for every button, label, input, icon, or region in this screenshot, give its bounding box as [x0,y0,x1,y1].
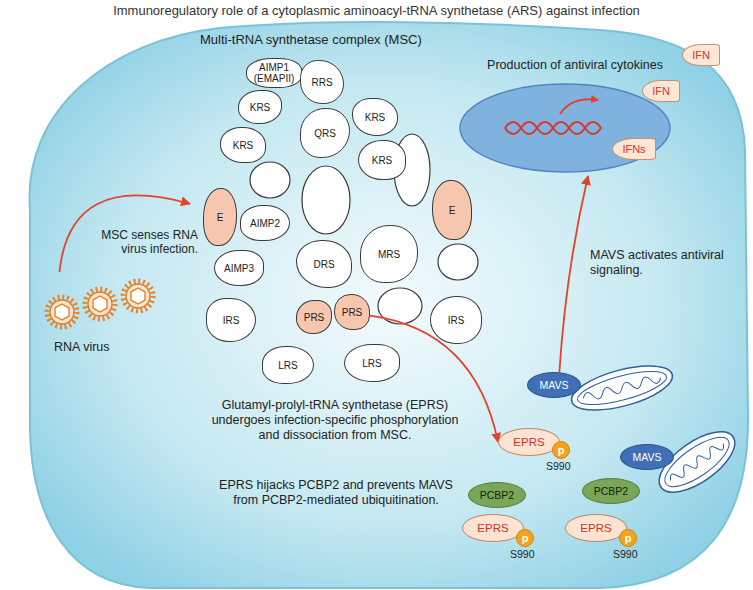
node-text: Production of antiviral cytokines [445,58,705,72]
node-text: AIMP1 (EMAPII) [247,62,301,84]
cytokine-tag: IFN [682,44,720,66]
node-text: E [217,212,224,223]
phospho-mark: p [516,529,534,547]
diagram-title: Immunoregulatory role of a cytoplasmic a… [0,3,753,18]
eprs-subunit: E [203,188,237,246]
node-text: KRS [250,102,271,113]
synthetase-subunit: KRS [220,127,266,163]
node-text: PCBP2 [594,485,628,497]
node-text: IFNs [622,143,645,155]
node-text: AIMP2 [250,218,280,229]
node-text: MAVS [633,451,662,463]
annotation-text: MAVS activates antiviral signaling. [590,248,725,278]
cytokine-tag: IFNs [612,138,656,160]
dna-strand [505,122,601,134]
eprs-protein: EPRSp [462,514,524,542]
node-text: IFN [652,85,670,97]
synthetase-subunit: KRS [358,140,406,180]
synthetase-subunit: KRS [238,90,282,124]
node-text: RNA virus [54,340,110,354]
pcbp2-protein: PCBP2 [468,482,526,508]
mavs-protein: MAVS [527,372,581,398]
transcription-arrow [560,99,598,114]
synthetase-subunit: IRS [430,296,482,344]
cytokine-tag: IFN [642,80,680,102]
node-text: E [449,205,456,216]
node-text: PRS [304,312,325,323]
node-text: p [522,532,529,544]
node-text: LRS [362,358,381,369]
phospho-mark: p [619,529,637,547]
complex-group: Multi-tRNA synthetase complex (MSC) AIMP1… [190,32,510,390]
eprs-subunit: PRS [334,294,370,330]
synthetase-subunit: AIMP3 [214,250,264,286]
node-text: PCBP2 [480,489,514,501]
node-text: LRS [278,360,297,371]
node-text: EPRS [580,522,611,534]
node-text: QRS [314,128,336,139]
dna-strand [505,122,601,134]
node-text: Multi-tRNA synthetase complex (MSC) [190,32,510,47]
node-text: PRS [342,307,363,318]
annotation-text: MSC senses RNA virus infection. [76,228,198,257]
eprs-protein: EPRSp [565,514,627,542]
synthetase-subunit: RRS [300,60,344,104]
node-text: IRS [448,315,465,326]
cell-outline [29,22,748,588]
node-text: KRS [365,112,386,123]
signal-arrow [559,176,588,372]
mavs-protein: MAVS [620,444,674,470]
rna-virus-icons [47,281,153,327]
nucleus: Production of antiviral cytokines [445,58,705,176]
node-text: RRS [311,77,332,88]
synthetase-subunit: QRS [300,108,350,158]
synthetase-subunit: DRS [296,240,352,288]
synthetase-subunit: AIMP2 [240,205,290,241]
annotation-text: S990 [613,548,643,561]
eprs-subunit: PRS [296,300,332,334]
node-text: EPRS [477,522,508,534]
node-text: MAVS [540,379,569,391]
eprs-subunit: E [432,180,472,240]
synthetase-subunit: LRS [262,346,314,384]
annotation-text: S990 [510,548,540,561]
pcbp2-protein: PCBP2 [582,478,640,504]
node-text: DRS [313,259,334,270]
synthetase-subunit: MRS [360,225,418,283]
eprs-protein: EPRSp [498,428,560,456]
synthetase-subunit: AIMP1 (EMAPII) [246,58,302,88]
node-text: p [625,532,632,544]
node-text: p [558,444,565,456]
synthetase-subunit: IRS [206,298,256,342]
virus-group: RNA virus [40,272,170,354]
synthetase-subunit: KRS [352,98,398,136]
nucleus [460,84,670,172]
node-text: AIMP3 [224,263,254,274]
synthetase-subunit: LRS [344,344,400,382]
phospho-mark: p [552,441,570,459]
node-text: IRS [223,315,240,326]
node-text: EPRS [513,436,544,448]
annotation-text: S990 [546,460,576,473]
node-text: IFN [692,49,710,61]
node-text: MRS [378,249,400,260]
mitochondrion [567,357,677,419]
node-text: KRS [233,140,254,151]
node-text: KRS [372,155,393,166]
annotation-text: Glutamyl-prolyl-tRNA synthetase (EPRS) u… [200,398,470,443]
annotation-text: EPRS hijacks PCBP2 and prevents MAVS fro… [214,478,458,508]
